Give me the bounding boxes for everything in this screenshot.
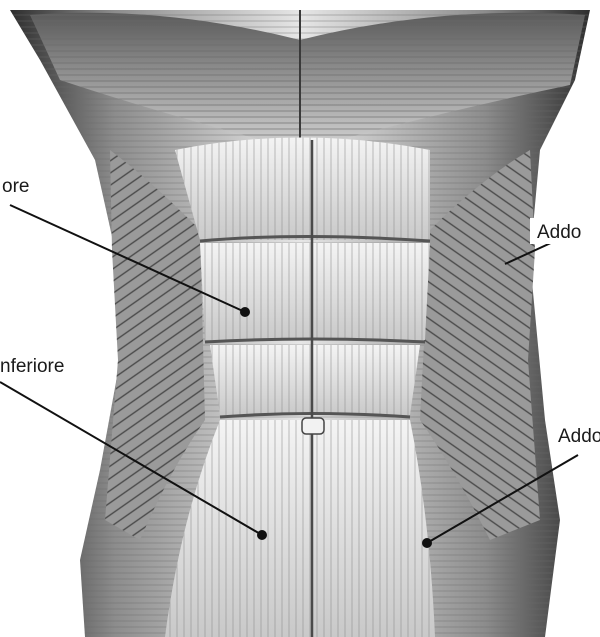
label-lower-left: nferiore — [0, 356, 64, 377]
label-lower-right: Addo — [558, 426, 600, 447]
endpoint-lower-right — [422, 538, 432, 548]
endpoint-lower-left — [257, 530, 267, 540]
label-upper-left: ore — [2, 176, 29, 197]
label-upper-right: Addo — [537, 222, 581, 243]
endpoint-upper-left — [240, 307, 250, 317]
